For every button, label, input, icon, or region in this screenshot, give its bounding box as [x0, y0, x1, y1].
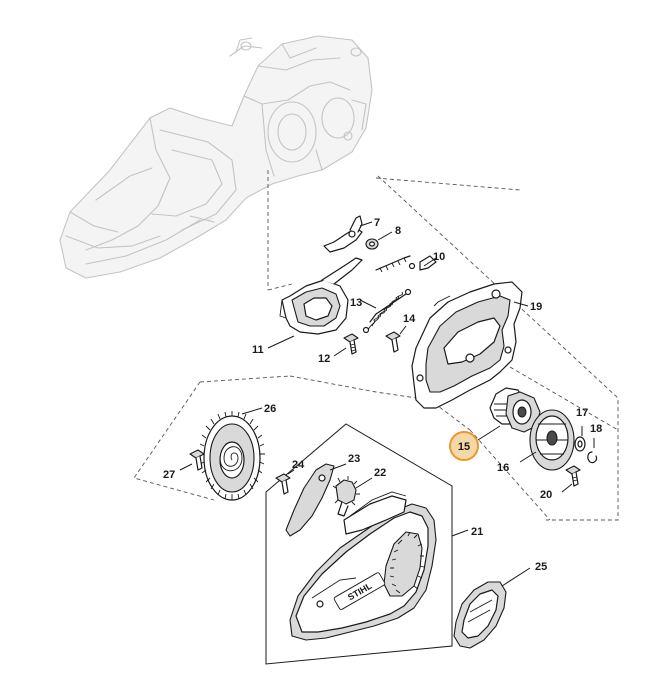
- screw-12: [333, 333, 359, 357]
- screw-14: [385, 325, 407, 353]
- callout-labels: 7 8 10 11 12 13 14 16 17 18 19 20 21 22 …: [163, 217, 602, 573]
- callout-13: 13: [350, 297, 362, 309]
- callout-12: 12: [318, 353, 330, 365]
- callout-22: 22: [374, 467, 386, 479]
- washer-17: [574, 426, 586, 452]
- callout-24: 24: [292, 459, 305, 471]
- clutch-16: [519, 409, 575, 471]
- callout-11: 11: [252, 344, 264, 356]
- callout-17: 17: [576, 407, 588, 419]
- callout-27: 27: [163, 469, 175, 481]
- callout-7: 7: [374, 217, 380, 229]
- gear-26: [199, 407, 265, 501]
- cover-group-21: [265, 423, 469, 665]
- brake-band-assembly: [267, 257, 363, 349]
- clip-18: [587, 438, 598, 464]
- brake-lever: [323, 215, 373, 253]
- engine-housing-ghost: ~~~: [59, 35, 373, 279]
- tensioner-plate-23: [285, 463, 347, 537]
- screw-27: [179, 449, 205, 471]
- callout-18: 18: [590, 423, 602, 435]
- inlay-25: [453, 567, 531, 649]
- callout-8: 8: [395, 225, 401, 237]
- coil-spring-13: [359, 288, 412, 334]
- clutch-drum-15: [477, 387, 541, 441]
- callout-23: 23: [348, 453, 360, 465]
- svg-text:~~~: ~~~: [204, 216, 214, 224]
- spring-10: [375, 255, 437, 273]
- callout-26: 26: [264, 403, 276, 415]
- callout-25: 25: [535, 561, 547, 573]
- callout-14: 14: [403, 313, 416, 325]
- callout-15: 15: [458, 441, 470, 453]
- side-plate-19: [411, 281, 529, 409]
- highlight-marker[interactable]: [449, 431, 479, 461]
- washer-8: [365, 231, 393, 250]
- callout-21: 21: [471, 526, 483, 538]
- callout-16: 16: [497, 462, 509, 474]
- callout-10: 10: [433, 251, 445, 263]
- screw-24: [275, 469, 295, 495]
- sprocket-cover-21: STIHL: [289, 491, 437, 641]
- callout-20: 20: [540, 489, 552, 501]
- screw-20: [561, 465, 581, 493]
- callout-19: 19: [530, 301, 542, 313]
- callout-15-highlight[interactable]: 15: [449, 431, 479, 461]
- adjuster-22: [332, 476, 373, 517]
